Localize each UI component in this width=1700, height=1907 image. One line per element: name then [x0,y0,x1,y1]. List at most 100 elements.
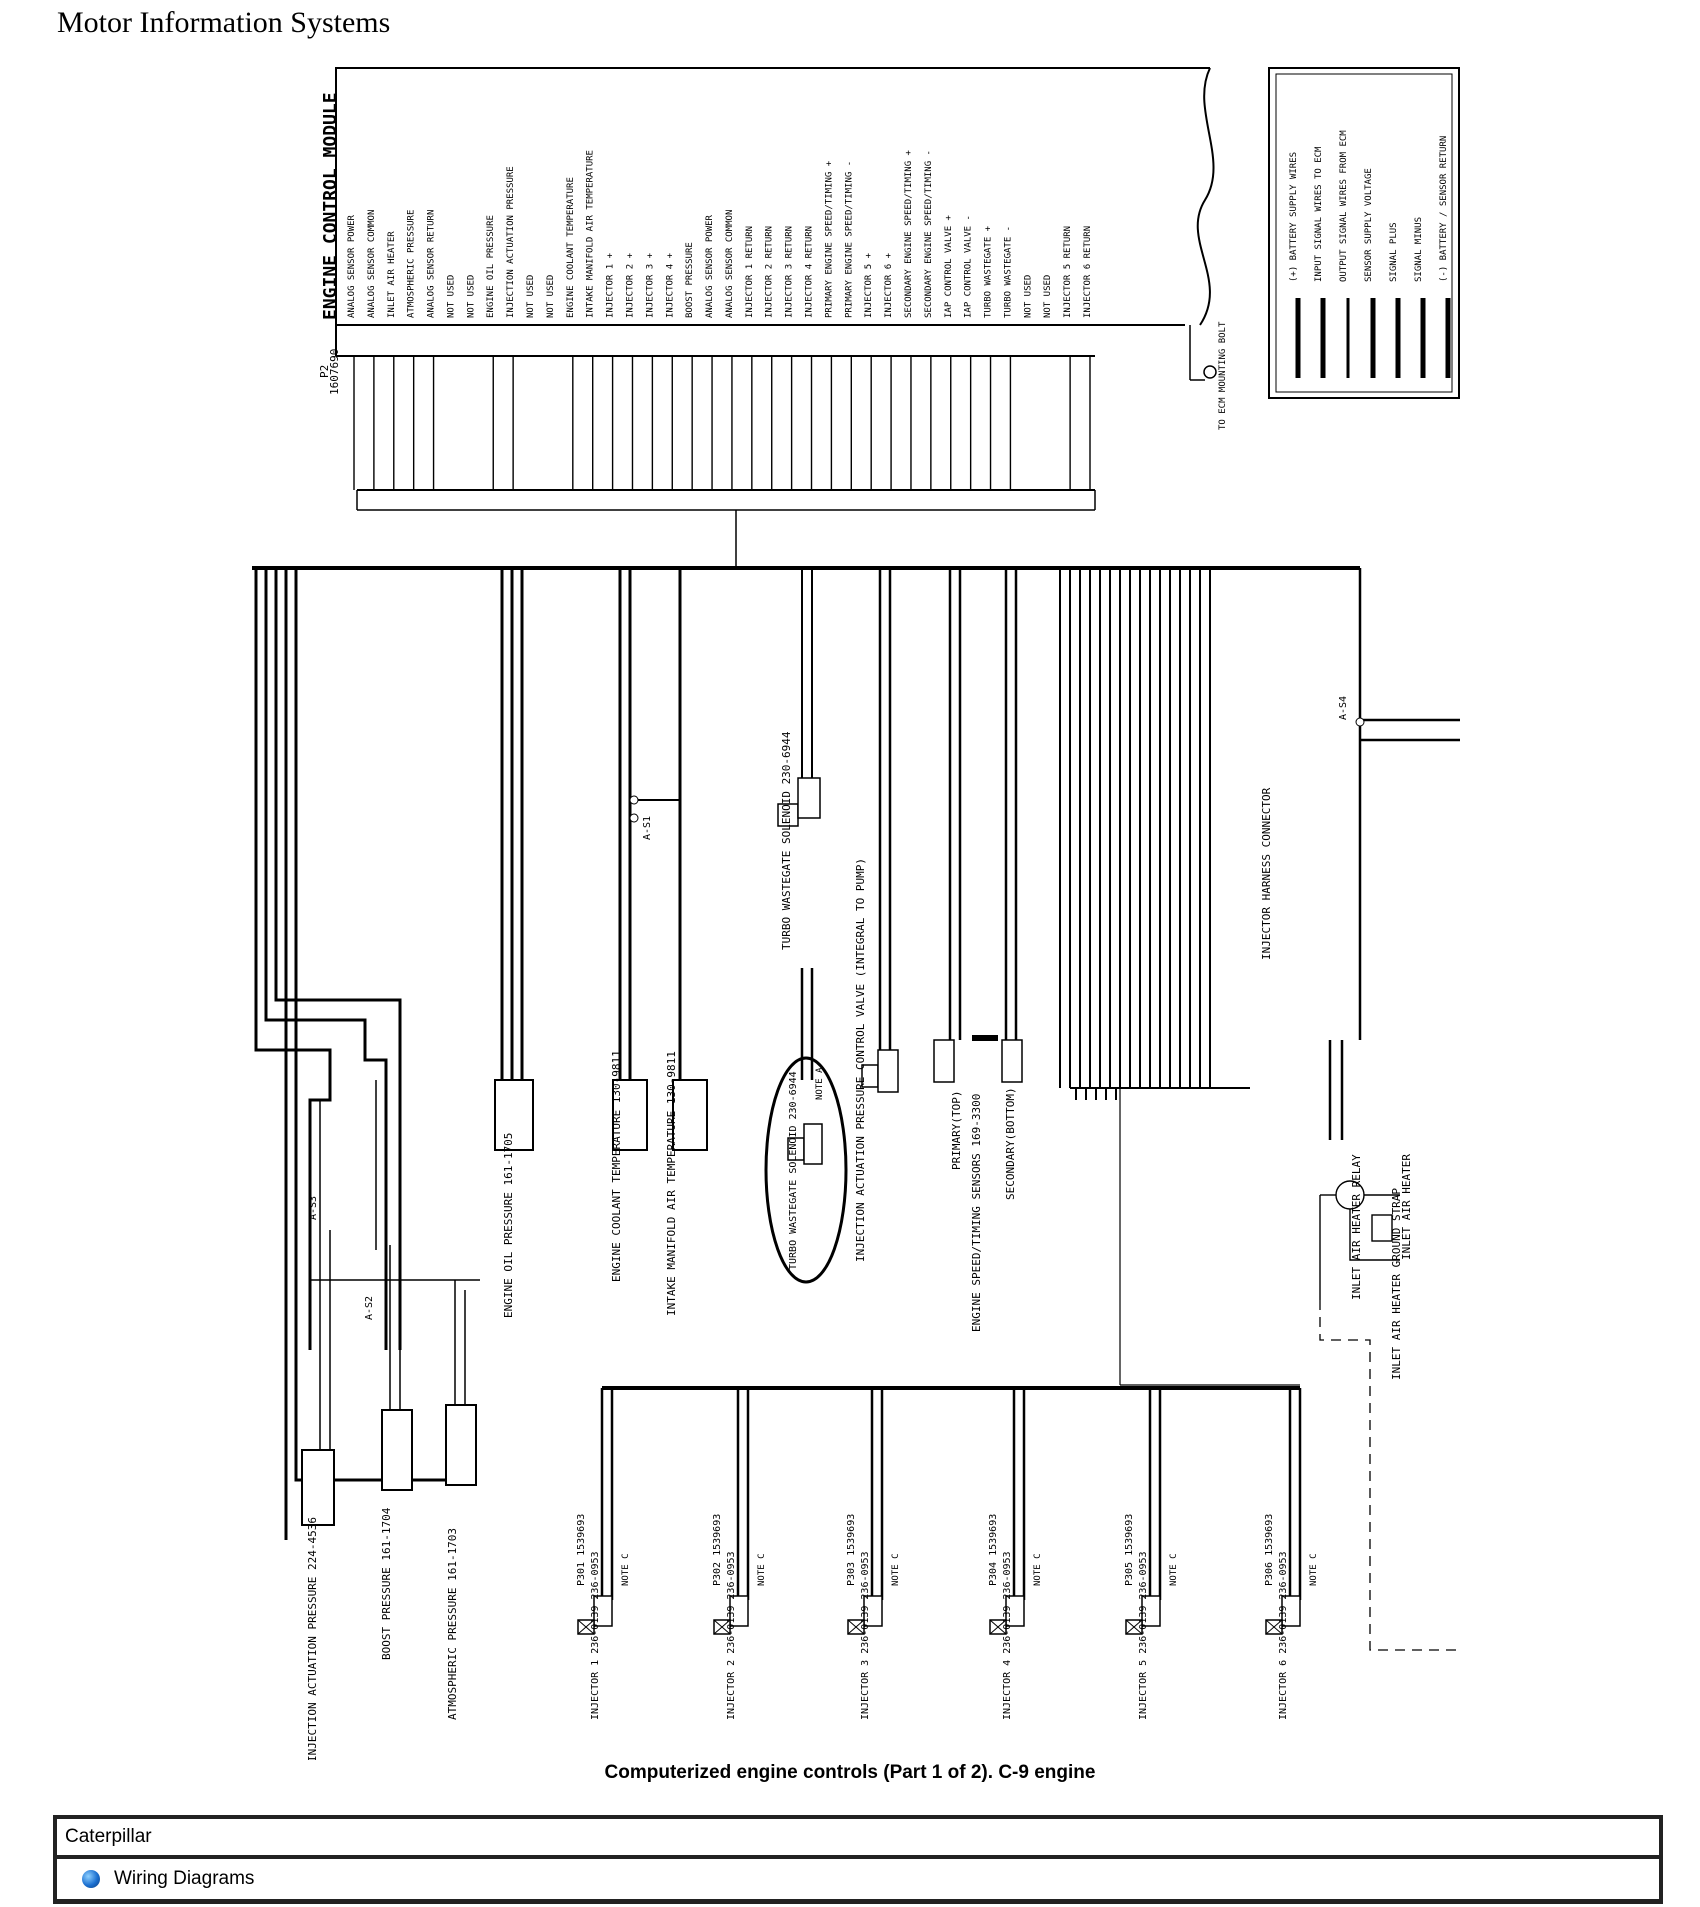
label-atmos-pressure: ATMOSPHERIC PRESSURE 161-1703 [446,1528,459,1720]
ecm-pin-label: PRIMARY ENGINE SPEED/TIMING + [824,160,834,318]
wiring-diagram: ENGINE CONTROL MODULE P2 1607690 ANALOG … [252,67,1460,1762]
ecm-pin-label: ANALOG SENSOR COMMON [725,210,735,318]
injector-connector-symbol [863,1595,883,1627]
wastegate-solenoid-top [777,777,821,827]
ecm-pin-label: SECONDARY ENGINE SPEED/TIMING + [904,149,914,318]
legend-item-label: OUTPUT SIGNAL WIRES FROM ECM [1339,130,1349,282]
ecm-pin-label: SECONDARY ENGINE SPEED/TIMING - [924,150,934,318]
legend-item-label: INPUT SIGNAL WIRES TO ECM [1314,146,1324,282]
legend-item-label: SENSOR SUPPLY VOLTAGE [1364,168,1374,282]
ecm-part: 1607690 [328,349,341,395]
note-c-label: NOTE C [1033,1553,1043,1586]
legend-item-label: (+) BATTERY SUPPLY WIRES [1289,152,1299,282]
label-wastegate-top: TURBO WASTEGATE SOLENOID 230-6944 [780,731,793,950]
injector-label: INJECTOR 1 236-0139 236-0953 [590,1551,601,1720]
ecm-module [335,67,1217,381]
legend-box [1268,67,1460,399]
note-c-label: NOTE C [621,1553,631,1586]
ecm-pin-label: INJECTOR 6 RETURN [1083,226,1093,318]
left-harness [254,568,460,1540]
label-secondary: SECONDARY(BOTTOM) [1004,1087,1017,1200]
note-c-label: NOTE C [891,1553,901,1586]
injector-connector-symbol [1005,1595,1025,1627]
wastegate-solenoid-oval [787,1123,823,1165]
left-harness-thin [310,1080,480,1450]
injector-label: INJECTOR 5 236-0139 236-0953 [1138,1551,1149,1720]
label-inlet-strap: INLET AIR HEATER GROUND STRAP [1390,1188,1403,1380]
ecm-pin-label: INJECTION ACTUATION PRESSURE [506,166,516,318]
ecm-title: ENGINE CONTROL MODULE [320,92,341,320]
ecm-pin-label: IAP CONTROL VALVE - [964,215,974,318]
ecm-pin-label: ANALOG SENSOR RETURN [427,210,437,318]
ecm-pin-label: ENGINE COOLANT TEMPERATURE [566,177,576,318]
ecm-pin-label: ENGINE OIL PRESSURE [486,215,496,318]
injector-connector-symbol [729,1595,749,1627]
label-primary: PRIMARY(TOP) [950,1091,963,1170]
ecm-wire-drops [353,356,1091,490]
legend-item-label: SIGNAL MINUS [1414,217,1424,282]
legend-items: (+) BATTERY SUPPLY WIRES INPUT SIGNAL WIR… [1289,130,1451,378]
sensor-boxes [301,1079,708,1526]
ecm-pin-label: NOT USED [546,275,556,318]
ecm-connector-id: P2 [318,365,331,378]
injector-connector-label: P306 1539693 [1264,1514,1275,1586]
ecm-pin-label: INJECTOR 2 RETURN [765,226,775,318]
iap-valve-symbol [861,1049,899,1093]
ecm-pin-label: INTAKE MANIFOLD AIR TEMPERATURE [586,150,596,318]
page-header: Motor Information Systems [57,6,391,39]
ecm-pin-label: INJECTOR 5 + [864,252,874,318]
label-inj-act-pressure: INJECTION ACTUATION PRESSURE 224-4536 [306,1517,319,1760]
label-wastegate-oval: TURBO WASTEGATE SOLENOID 230-6944 [788,1071,799,1270]
ecm-pin-label: INJECTOR 3 RETURN [785,226,795,318]
ecm-pin-label: NOT USED [466,275,476,318]
note-c-label: NOTE C [1169,1553,1179,1586]
ecm-pin-label: NOT USED [446,275,456,318]
note-c-label: NOTE C [757,1553,767,1586]
ecm-pin-label: NOT USED [1043,275,1053,318]
footer-brand: Caterpillar [57,1819,1659,1859]
ecm-pin-label: IAP CONTROL VALVE + [944,214,954,318]
footer-section-label[interactable]: Wiring Diagrams [114,1868,255,1889]
injector-label: INJECTOR 6 236-0139 236-0953 [1278,1551,1289,1720]
ecm-pin-label: ANALOG SENSOR POWER [705,214,715,318]
injector-connector-label: P304 1539693 [988,1514,999,1586]
ecm-pin-label: INJECTOR 3 + [645,252,655,318]
injector-connector-label: P301 1539693 [576,1514,587,1586]
speed-sensor-symbols [933,1039,1023,1083]
ecm-pin-label: INJECTOR 4 RETURN [805,226,815,318]
label-oil-pressure: ENGINE OIL PRESSURE 161-1705 [502,1133,515,1318]
ecm-pin-label: ANALOG SENSOR POWER [347,214,357,318]
ecm-pin-label: NOT USED [526,275,536,318]
label-splice-s1: A-S1 [642,816,653,840]
footer-section-link[interactable]: Wiring Diagrams [57,1859,1659,1899]
ecm-pin-labels: ANALOG SENSOR POWER ANALOG SENSOR COMMON I… [347,149,1093,318]
legend-item-label: (-) BATTERY / SENSOR RETURN [1439,136,1449,282]
label-speed-sensors: ENGINE SPEED/TIMING SENSORS 169-3300 [970,1094,983,1332]
ecm-mount-label: TO ECM MOUNTING BOLT [1218,321,1228,430]
injector-harness-bundle [1059,568,1211,1100]
injector-connector-symbol [1141,1595,1161,1627]
ecm-pin-label: INJECTOR 1 + [606,252,616,318]
label-splice-s2: A-S2 [364,1296,375,1320]
footer: Caterpillar Wiring Diagrams [53,1815,1663,1904]
ecm-pin-label: INJECTOR 1 RETURN [745,226,755,318]
label-note-a: NOTE A [815,1067,825,1100]
injector-connector-label: P302 1539693 [712,1514,723,1586]
ecm-pin-label: ANALOG SENSOR COMMON [367,210,377,318]
injector-drops [600,1388,1302,1600]
label-splice-s4: A-S4 [1338,696,1349,720]
ecm-pin-label: BOOST PRESSURE [685,242,695,318]
ecm-pin-label: TURBO WASTEGATE + [984,225,994,318]
ecm-pin-label: ATMOSPHERIC PRESSURE [407,210,417,318]
ecm-pin-label: INJECTOR 4 + [665,252,675,318]
wastegate-oval [764,1056,848,1284]
ecm-pin-label: TURBO WASTEGATE - [1003,226,1013,318]
globe-icon [82,1870,100,1888]
note-c-label: NOTE C [1309,1553,1319,1586]
ecm-pin-label: INJECTOR 5 RETURN [1063,226,1073,318]
label-injector-harness: INJECTOR HARNESS CONNECTOR [1260,787,1273,960]
label-boost-pressure: BOOST PRESSURE 161-1704 [380,1507,393,1660]
injector-label: INJECTOR 4 236-0139 236-0953 [1002,1551,1013,1720]
label-inlet-heater: INLET AIR HEATER [1400,1154,1413,1260]
